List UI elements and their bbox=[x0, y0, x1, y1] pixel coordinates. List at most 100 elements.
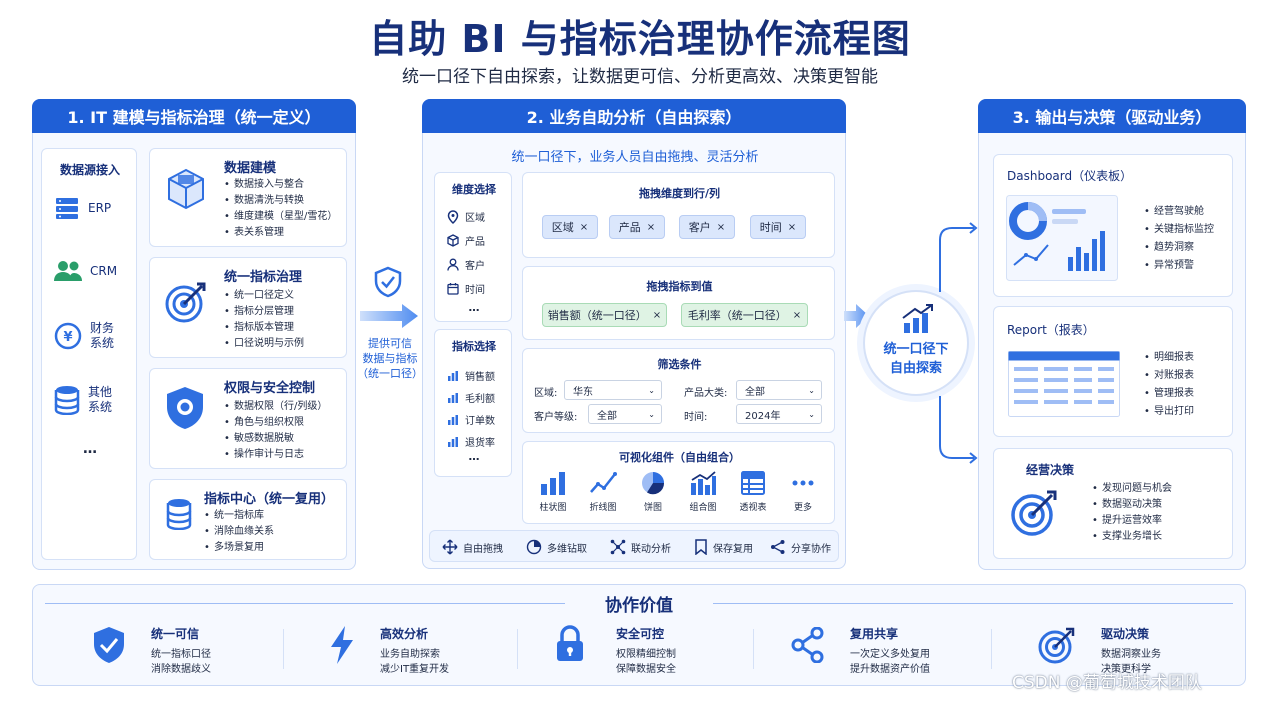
chip-label: 毛利率（统一口径） bbox=[687, 309, 787, 322]
value-title: 驱动决策 bbox=[1101, 627, 1150, 641]
close-icon[interactable]: × bbox=[646, 221, 656, 233]
dimension-more: … bbox=[468, 301, 480, 314]
source-more: … bbox=[83, 441, 97, 457]
module-permission-security: 权限与安全控制 数据权限（行/列级） 角色与组织权限 敏感数据脱敏 操作审计与日… bbox=[149, 368, 347, 469]
decision-card: 经营决策 发现问题与机会 数据驱动决策 提升运营效率 支撑业务增长 bbox=[993, 448, 1233, 559]
bar-chart-icon bbox=[448, 414, 458, 425]
report-card: Report（报表） 明细报表 对账报表 管理报表 导出打印 bbox=[993, 306, 1233, 437]
chip-label: 时间 bbox=[759, 221, 782, 234]
filter-label: 产品大类: bbox=[684, 388, 728, 399]
chip-label: 产品 bbox=[618, 221, 641, 234]
bar-chart-icon bbox=[541, 472, 565, 495]
filter-select-region[interactable]: 华东⌄ bbox=[564, 380, 662, 400]
module-item: 消除血缘关系 bbox=[204, 524, 274, 540]
dimension-chip[interactable]: 客户× bbox=[679, 215, 735, 239]
chevron-down-icon: ⌄ bbox=[648, 385, 655, 395]
viz-more[interactable]: 更多 bbox=[779, 470, 827, 513]
values-divider-right bbox=[713, 603, 1233, 604]
dimension-chip[interactable]: 区域× bbox=[542, 215, 598, 239]
module-items: 统一指标库 消除血缘关系 多场景复用 bbox=[204, 508, 274, 556]
filter-title: 筛选条件 bbox=[657, 358, 702, 371]
dashboard-item: 关键指标监控 bbox=[1144, 221, 1214, 239]
action-drag[interactable]: 自由拖拽 bbox=[442, 539, 503, 555]
bookmark-icon bbox=[695, 539, 707, 555]
metric-chip[interactable]: 毛利率（统一口径） × bbox=[681, 303, 808, 327]
filter-select-time[interactable]: 2024年⌄ bbox=[736, 404, 822, 424]
close-icon[interactable]: × bbox=[787, 221, 797, 233]
location-pin-icon bbox=[447, 209, 459, 224]
metric-label: 毛利额 bbox=[465, 394, 495, 405]
close-icon[interactable]: × bbox=[716, 221, 726, 233]
value-separator bbox=[517, 629, 518, 669]
action-save[interactable]: 保存复用 bbox=[694, 539, 753, 555]
action-linkage[interactable]: 联动分析 bbox=[610, 539, 671, 555]
close-icon[interactable]: × bbox=[652, 309, 662, 321]
dimension-chip[interactable]: 时间 × bbox=[750, 215, 806, 239]
source-erp: ERP bbox=[54, 195, 111, 221]
dimension-item-product[interactable]: 产品 bbox=[447, 233, 485, 248]
flow-arrow-right bbox=[360, 304, 418, 328]
panel-output-decision-header: 3. 输出与决策（驱动业务） bbox=[978, 99, 1246, 133]
target-icon bbox=[1011, 490, 1057, 536]
panel-self-service-header: 2. 业务自助分析（自由探索） bbox=[422, 99, 846, 133]
drag-dimension-zone[interactable]: 拖拽维度到行/列 区域× 产品× 客户× 时间× bbox=[522, 172, 835, 258]
dimension-chip[interactable]: 产品 × bbox=[609, 215, 665, 239]
dimension-label: 时间 bbox=[465, 285, 485, 296]
viz-label: 饼图 bbox=[643, 503, 662, 513]
dimension-item-customer[interactable]: 客户 bbox=[447, 257, 485, 272]
dimension-item-time[interactable]: 时间 bbox=[447, 281, 485, 296]
source-finance: ¥ 财务 系统 bbox=[54, 321, 114, 351]
module-metric-governance: 统一指标治理 统一口径定义 指标分层管理 指标版本管理 口径说明与示例 bbox=[149, 257, 347, 358]
flow-label: 提供可信 数据与指标 （统一口径） bbox=[357, 337, 423, 380]
drag-metric-zone[interactable]: 拖拽指标到值 销售额（统一口径）× 毛利率（统一口径）× bbox=[522, 266, 835, 340]
metric-item[interactable]: 毛利额 bbox=[447, 390, 495, 405]
decision-item: 数据驱动决策 bbox=[1092, 497, 1172, 513]
source-label: 其他 系统 bbox=[88, 385, 113, 414]
close-icon[interactable]: × bbox=[579, 221, 589, 233]
dashboard-item: 趋势洞察 bbox=[1144, 239, 1214, 257]
network-icon bbox=[610, 539, 626, 555]
close-icon[interactable]: × bbox=[792, 309, 802, 321]
viz-bar[interactable]: 柱状图 bbox=[529, 470, 577, 513]
action-drilldown[interactable]: 多维钻取 bbox=[526, 539, 587, 555]
viz-combo[interactable]: 组合图 bbox=[679, 470, 727, 513]
drill-icon bbox=[526, 539, 542, 555]
chip-label: 销售额（统一口径） bbox=[547, 309, 647, 322]
filter-select-customer-level[interactable]: 全部⌄ bbox=[588, 404, 662, 424]
metric-item[interactable]: 销售额 bbox=[447, 368, 495, 383]
module-item: 统一口径定义 bbox=[224, 288, 304, 304]
metric-item[interactable]: 退货率 bbox=[447, 434, 495, 449]
module-item: 表关系管理 bbox=[224, 225, 337, 241]
module-item: 操作审计与日志 bbox=[224, 447, 327, 463]
select-value: 2024年 bbox=[745, 410, 781, 422]
viz-line[interactable]: 折线图 bbox=[579, 470, 627, 513]
filter-label: 时间: bbox=[684, 412, 708, 423]
filter-label: 客户等级: bbox=[534, 412, 578, 423]
module-item: 角色与组织权限 bbox=[224, 415, 327, 431]
hub-circle: 统一口径下 自由探索 bbox=[863, 290, 969, 396]
viz-pie[interactable]: 饼图 bbox=[629, 470, 677, 513]
dimension-item-region[interactable]: 区域 bbox=[447, 209, 485, 224]
module-item: 统一指标库 bbox=[204, 508, 274, 524]
metric-label: 销售额 bbox=[465, 372, 495, 383]
viz-pivot[interactable]: 透视表 bbox=[729, 470, 777, 513]
dashboard-item: 经营驾驶舱 bbox=[1144, 203, 1214, 221]
action-label: 分享协作 bbox=[791, 543, 831, 555]
source-other: 其他 系统 bbox=[54, 385, 112, 415]
values-bar: 协作价值 统一可信 统一指标口径 消除数据歧义 高效分析 业务自助探索 减少IT… bbox=[32, 584, 1246, 686]
metric-chip[interactable]: 销售额（统一口径） × bbox=[542, 303, 667, 327]
action-bar: 自由拖拽 多维钻取 联动分析 保存复用 分享协作 bbox=[429, 530, 839, 562]
module-item: 数据清洗与转换 bbox=[224, 193, 337, 209]
metric-item[interactable]: 订单数 bbox=[447, 412, 495, 427]
page-subtitle: 统一口径下自由探索，让数据更可信、分析更高效、决策更智能 bbox=[402, 67, 878, 87]
database-icon bbox=[166, 499, 192, 530]
action-share[interactable]: 分享协作 bbox=[770, 539, 831, 555]
decision-items: 发现问题与机会 数据驱动决策 提升运营效率 支撑业务增长 bbox=[1092, 481, 1172, 545]
viz-label: 组合图 bbox=[689, 503, 717, 513]
value-line: 业务自助探索 bbox=[380, 649, 440, 660]
value-title: 统一可信 bbox=[151, 627, 200, 641]
dimension-label: 区域 bbox=[465, 213, 485, 224]
action-label: 联动分析 bbox=[631, 543, 671, 555]
filter-select-category[interactable]: 全部⌄ bbox=[736, 380, 822, 400]
value-line: 一次定义多处复用 bbox=[850, 649, 930, 660]
